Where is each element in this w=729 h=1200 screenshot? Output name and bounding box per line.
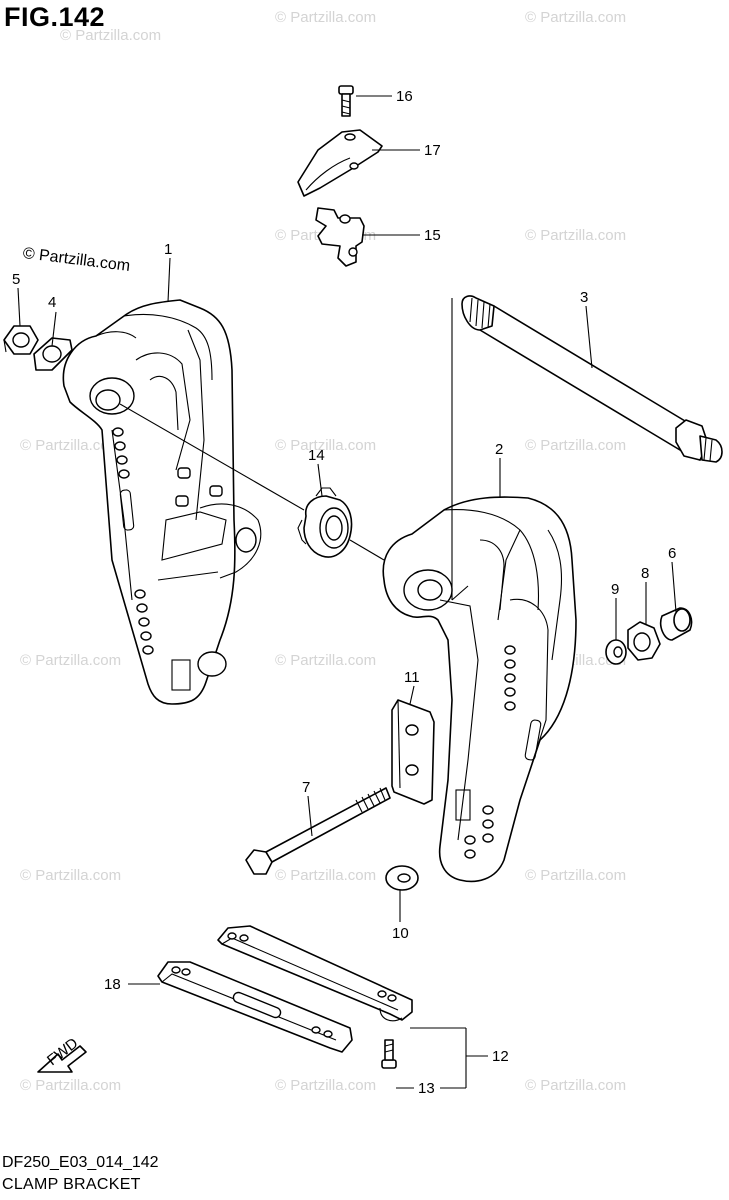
- callout-5: 5: [12, 271, 20, 288]
- watermark: © Partzilla.com: [275, 9, 376, 26]
- watermark: © Partzilla.com: [525, 1077, 626, 1094]
- callout-15: 15: [424, 227, 441, 244]
- watermark: © Partzilla.com: [525, 867, 626, 884]
- part-13-bolt: [381, 1039, 397, 1069]
- watermark: © Partzilla.com: [20, 437, 121, 454]
- callout-17: 17: [424, 142, 441, 159]
- part-3-shaft: [461, 295, 723, 463]
- callout-18: 18: [104, 976, 121, 993]
- callout-1: 1: [164, 241, 172, 258]
- figure-title: FIG.142: [4, 2, 106, 32]
- assembly-lines: [119, 298, 469, 601]
- part-15-plate: [315, 207, 365, 267]
- callout-3: 3: [580, 289, 588, 306]
- watermark: © Partzilla.com: [275, 652, 376, 669]
- watermark: © Partzilla.com: [20, 867, 121, 884]
- callout-8: 8: [641, 565, 649, 582]
- part-2-right-clamp-bracket: [382, 496, 577, 883]
- callout-2: 2: [495, 441, 503, 458]
- watermark: © Partzilla.com: [20, 652, 121, 669]
- watermarks: © Partzilla.com © Partzilla.com © Partzi…: [20, 9, 626, 1094]
- part-7-long-bolt: [245, 787, 391, 875]
- part-1-left-clamp-bracket: [62, 299, 262, 705]
- leader-lines: [17, 95, 677, 1089]
- part-9-washer: [605, 639, 627, 665]
- callout-9: 9: [611, 581, 619, 598]
- callout-7: 7: [302, 779, 310, 796]
- drawing-code: DF250_E03_014_142: [2, 1154, 159, 1171]
- callout-13: 13: [418, 1080, 435, 1097]
- part-8-nut: [627, 621, 661, 661]
- assembly-name: CLAMP BRACKET: [2, 1176, 141, 1193]
- watermark: © Partzilla.com: [525, 227, 626, 244]
- watermark: © Partzilla.com: [525, 437, 626, 454]
- watermark: © Partzilla.com: [20, 1077, 121, 1094]
- watermark: © Partzilla.com: [275, 1077, 376, 1094]
- part-4-washer: [33, 337, 73, 371]
- fwd-arrow-icon: FWD: [37, 1035, 87, 1073]
- callout-16: 16: [396, 88, 413, 105]
- part-6-sleeve: [659, 607, 693, 641]
- callout-4: 4: [48, 294, 56, 311]
- part-14-bushing: [297, 487, 353, 558]
- watermark: © Partzilla.com: [525, 9, 626, 26]
- watermark: © Partzilla.com: [275, 437, 376, 454]
- callout-labels: 16 17 15 1 5 4 3 14 2 6 8 9 11 7 10 18 1…: [12, 88, 676, 1097]
- part-12-plate: [217, 925, 413, 1022]
- callout-11: 11: [404, 669, 420, 686]
- part-16-bolt: [338, 85, 354, 117]
- callout-6: 6: [668, 545, 676, 562]
- part-11-spacer-plate: [391, 699, 435, 805]
- watermark: © Partzilla.com: [60, 27, 161, 44]
- watermark: © Partzilla.com: [275, 867, 376, 884]
- part-17-cover: [297, 129, 383, 197]
- callout-12: 12: [492, 1048, 509, 1065]
- part-5-nut: [3, 325, 39, 355]
- callout-14: 14: [308, 447, 325, 464]
- part-10-washer: [385, 865, 419, 891]
- part-18-plate: [157, 961, 353, 1053]
- callout-10: 10: [392, 925, 409, 942]
